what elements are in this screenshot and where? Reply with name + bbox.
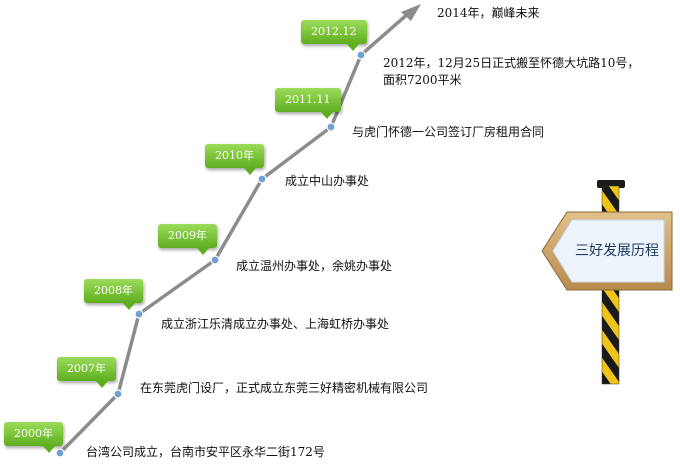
node-2007 [113, 389, 123, 399]
sign-label: 三好发展历程 [575, 243, 659, 259]
sign-board-face [552, 219, 665, 283]
year-tag-2000: 2000年 [4, 422, 63, 453]
node-2012 [356, 50, 366, 60]
milestone-text-2012-line2: 面积7200平米 [383, 73, 462, 87]
year-tag-2007: 2007年 [57, 357, 116, 388]
arrow-head-icon [401, 4, 421, 21]
milestone-text-2009: 成立温州办事处，余姚办事处 [236, 259, 393, 273]
year-tag-2011: 2011.11 [275, 88, 341, 119]
node-2000 [55, 448, 65, 458]
node-2008 [134, 309, 144, 319]
milestone-text-2007: 在东莞虎门设厂，正式成立东莞三好精密机械有限公司 [140, 381, 429, 395]
year-tag-2010: 2010年 [205, 144, 264, 175]
milestone-text-2011: 与虎门怀德一公司签订厂房租用合同 [352, 125, 545, 139]
milestone-text-2012-line1: 2012年，12月25日正式搬至怀德大坑路10号， [383, 56, 640, 70]
year-tag-2008: 2008年 [84, 279, 143, 310]
milestone-text-2008: 成立浙江乐清成立办事处、上海虹桥办事处 [161, 317, 390, 331]
node-2010 [257, 174, 267, 184]
timeline-path [58, 10, 412, 455]
year-tag-2012: 2012.12 [301, 20, 367, 51]
year-tag-2009: 2009年 [158, 224, 217, 255]
milestone-text-2000: 台湾公司成立，台南市安平区永华二街172号 [86, 445, 325, 459]
node-2011 [326, 122, 336, 132]
milestone-text-2010: 成立中山办事处 [285, 174, 370, 188]
final-milestone-text: 2014年，巅峰未来 [437, 6, 540, 20]
signpost [541, 180, 673, 385]
node-2009 [210, 255, 220, 265]
